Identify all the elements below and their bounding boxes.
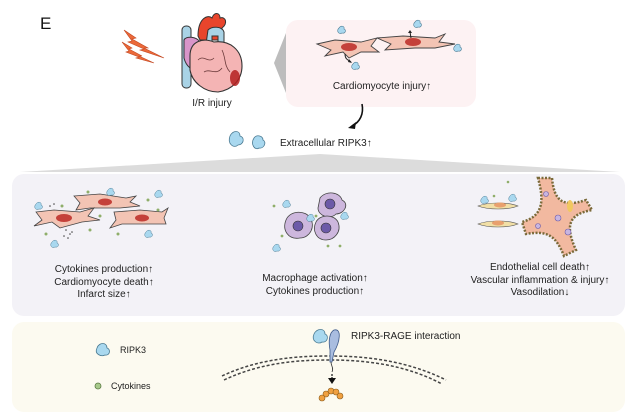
endothelial-effects: Endothelial cell death↑ Vascular inflamm…	[455, 262, 625, 300]
cardiomyocyte-effects: Cytokines production↑ Cardiomyocyte deat…	[22, 264, 186, 302]
cardiomyocyte-injury-label: Cardiomyocyte injury↑	[332, 81, 432, 92]
endothelium-icon	[477, 176, 595, 258]
effect-line: Macrophage activation↑	[262, 273, 368, 284]
pointer-arrow	[274, 28, 288, 98]
legend-cytokine-icon	[94, 382, 102, 390]
effect-line: Cytokines production↑	[265, 285, 365, 297]
effect-line: Cardiomyocyte death↑	[54, 276, 154, 288]
legend-ripk3-icon	[95, 343, 110, 356]
cardiomyocytes-icon	[33, 187, 169, 248]
rage-interaction-label: RIPK3-RAGE interaction	[351, 331, 461, 342]
ripk3-icon	[228, 131, 266, 150]
heart-label: I/R injury	[192, 98, 232, 109]
legend-cytokine-label: Cytokines	[111, 381, 151, 391]
effect-line: Vasodilation↓	[510, 287, 570, 298]
curved-arrow-icon	[348, 103, 364, 129]
macrophage-effects: Macrophage activation↑ Cytokines product…	[240, 273, 390, 298]
macrophages-icon	[272, 192, 349, 252]
effect-line: Endothelial cell death↑	[489, 262, 591, 273]
heart-icon	[181, 13, 243, 93]
effect-line: Infarct size↑	[77, 289, 131, 300]
lightning-icon	[121, 29, 165, 64]
panel-letter: E	[40, 14, 52, 33]
effect-line: Cytokines production↑	[54, 264, 154, 275]
expansion-wedge	[20, 154, 620, 172]
effect-line: Vascular inflammation & injury↑	[470, 274, 610, 286]
extracellular-ripk3-label: Extracellular RIPK3↑	[280, 138, 372, 149]
legend-ripk3-label: RIPK3	[120, 345, 147, 355]
rage-receptor-icon	[312, 329, 344, 402]
cardiomyocytes-injured-icon	[315, 19, 462, 70]
